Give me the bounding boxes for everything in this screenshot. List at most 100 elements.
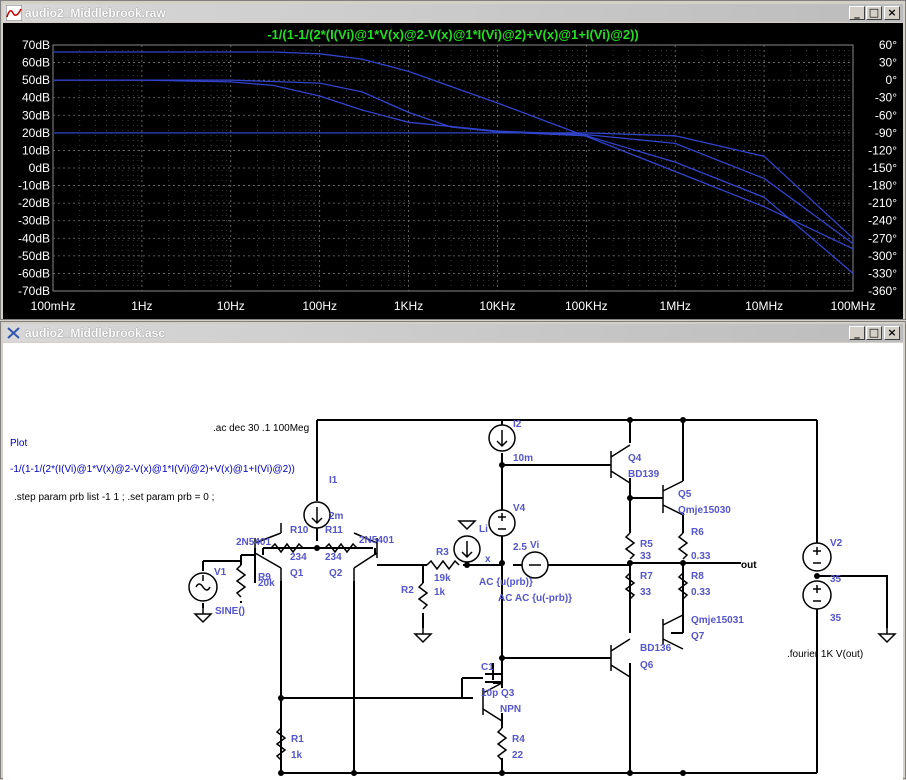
y-tick-right: 60° bbox=[879, 38, 897, 52]
step-directive[interactable]: .step param prb list -1 1 ; .set param p… bbox=[14, 492, 214, 503]
x-tick-label: 10MHz bbox=[745, 299, 783, 313]
value-v1: SINE() bbox=[215, 606, 245, 617]
close-button[interactable]: × bbox=[884, 6, 900, 20]
value-v3: 35 bbox=[830, 613, 842, 624]
ground-symbol bbox=[878, 627, 896, 643]
value-r5: 33 bbox=[640, 551, 652, 562]
value-i1: 2m bbox=[329, 511, 344, 522]
model-q4: BD139 bbox=[628, 469, 660, 480]
x-tick-label: 100KHz bbox=[565, 299, 608, 313]
x-tick-label: 1Hz bbox=[131, 299, 152, 313]
y-tick-left: -30dB bbox=[18, 214, 50, 228]
junction-dots bbox=[278, 417, 820, 776]
maximize-button[interactable]: □ bbox=[866, 326, 882, 340]
label-v2: V2 bbox=[830, 538, 843, 549]
value-c1: 10p bbox=[481, 688, 498, 699]
ac-prb-label: AC {u(prb)} bbox=[479, 577, 533, 588]
y-tick-right: -30° bbox=[875, 91, 897, 105]
label-li: Li bbox=[479, 524, 488, 535]
model-q7: Qmje15031 bbox=[691, 615, 744, 626]
y-tick-left: -50dB bbox=[18, 249, 50, 263]
value-r9: 20k bbox=[258, 578, 275, 589]
label-c1: C1 bbox=[481, 662, 494, 673]
label-q6: Q6 bbox=[640, 660, 654, 671]
y-tick-right: -180° bbox=[868, 179, 897, 193]
model-q5: Qmje15030 bbox=[678, 505, 731, 516]
plot-window[interactable]: audio2_Middlebrook.raw _ □ × -1/(1-1/(2*… bbox=[0, 0, 906, 320]
value-r7: 33 bbox=[640, 587, 652, 598]
schematic-icon bbox=[7, 327, 20, 339]
minimize-button[interactable]: _ bbox=[849, 326, 865, 340]
trace-expression-label[interactable]: -1/(1-1/(2*(I(Vi)@1*V(x)@2-V(x)@1*I(Vi)@… bbox=[267, 27, 639, 42]
circuit-schematic[interactable]: .ac dec 30 .1 100Meg .fourier 1K V(out) … bbox=[3, 343, 903, 780]
label-r2: R2 bbox=[401, 585, 414, 596]
current-sources bbox=[303, 424, 516, 563]
x-tick-label: 10KHz bbox=[479, 299, 515, 313]
plot-window-titlebar[interactable]: audio2_Middlebrook.raw _ □ × bbox=[3, 4, 903, 22]
label-i1: I1 bbox=[329, 475, 338, 486]
voltage-sources bbox=[188, 509, 832, 610]
schematic-canvas[interactable]: .ac dec 30 .1 100Meg .fourier 1K V(out) … bbox=[3, 343, 903, 780]
value-r8: 0.33 bbox=[691, 587, 711, 598]
label-r10: R10 bbox=[290, 525, 309, 536]
label-q7: Q7 bbox=[691, 631, 705, 642]
y-tick-left: 70dB bbox=[22, 38, 50, 52]
capacitor-c1 bbox=[485, 673, 501, 683]
label-vi: Vi bbox=[530, 540, 539, 551]
wires bbox=[202, 419, 888, 774]
schematic-window[interactable]: audio2_Middlebrook.asc _ □ × bbox=[0, 321, 906, 780]
label-v4: V4 bbox=[513, 503, 526, 514]
model-q6: BD136 bbox=[640, 643, 672, 654]
y-tick-left: 40dB bbox=[22, 91, 50, 105]
x-tick-label: 1MHz bbox=[660, 299, 691, 313]
label-v1: V1 bbox=[214, 567, 227, 578]
plot-expression-label[interactable]: -1/(1-1/(2*(I(Vi)@1*V(x)@2-V(x)@1*I(Vi)@… bbox=[10, 464, 295, 475]
label-r8: R8 bbox=[691, 571, 704, 582]
schematic-window-titlebar[interactable]: audio2_Middlebrook.asc _ □ × bbox=[3, 324, 903, 342]
label-r1: R1 bbox=[291, 734, 304, 745]
bode-plot[interactable]: -1/(1-1/(2*(I(Vi)@1*V(x)@2-V(x)@1*I(Vi)@… bbox=[3, 23, 903, 319]
label-r4: R4 bbox=[512, 734, 525, 745]
y-tick-right: -210° bbox=[868, 196, 897, 210]
plot-title-label: Plot bbox=[10, 438, 27, 449]
plot-grid bbox=[52, 44, 854, 292]
y-tick-right: -150° bbox=[868, 161, 897, 175]
value-r3: 19k bbox=[434, 573, 451, 584]
value-v4: 2.5 bbox=[513, 542, 527, 553]
y-tick-left: -10dB bbox=[18, 179, 50, 193]
label-q2: Q2 bbox=[329, 568, 343, 579]
value-v2: 35 bbox=[830, 574, 842, 585]
close-button[interactable]: × bbox=[884, 326, 900, 340]
transistors bbox=[254, 444, 684, 722]
x-tick-label: 100MHz bbox=[831, 299, 876, 313]
y-tick-right: -330° bbox=[868, 266, 897, 280]
y-tick-right: -60° bbox=[875, 108, 897, 122]
plot-pane[interactable]: -1/(1-1/(2*(I(Vi)@1*V(x)@2-V(x)@1*I(Vi)@… bbox=[3, 23, 903, 319]
resistors bbox=[235, 532, 689, 761]
y-tick-right: -120° bbox=[868, 143, 897, 157]
y-tick-right: -90° bbox=[875, 126, 897, 140]
minimize-button[interactable]: _ bbox=[849, 6, 865, 20]
y-tick-left: 0dB bbox=[29, 161, 50, 175]
label-i2: I2 bbox=[513, 419, 522, 430]
label-r6: R6 bbox=[691, 527, 704, 538]
out-node-label: out bbox=[741, 560, 757, 571]
label-q1: Q1 bbox=[290, 568, 304, 579]
node-x-label: x bbox=[485, 554, 491, 565]
label-q5: Q5 bbox=[678, 489, 692, 500]
y-tick-right: -270° bbox=[868, 231, 897, 245]
magnitude-curve bbox=[53, 79, 854, 245]
label-r9: R9 bbox=[258, 572, 271, 583]
y-tick-left: 20dB bbox=[22, 126, 50, 140]
y-tick-left: 30dB bbox=[22, 108, 50, 122]
ac-directive[interactable]: .ac dec 30 .1 100Meg bbox=[213, 423, 309, 434]
value-r11: 234 bbox=[325, 552, 342, 563]
schematic-window-title: audio2_Middlebrook.asc bbox=[25, 326, 166, 340]
model-q1: 2N5401 bbox=[236, 537, 271, 548]
label-r11: R11 bbox=[325, 525, 343, 536]
maximize-button[interactable]: □ bbox=[866, 6, 882, 20]
y-tick-left: -70dB bbox=[18, 284, 50, 298]
label-r7: R7 bbox=[640, 571, 653, 582]
model-q3: NPN bbox=[500, 704, 521, 715]
fourier-directive[interactable]: .fourier 1K V(out) bbox=[787, 649, 863, 660]
